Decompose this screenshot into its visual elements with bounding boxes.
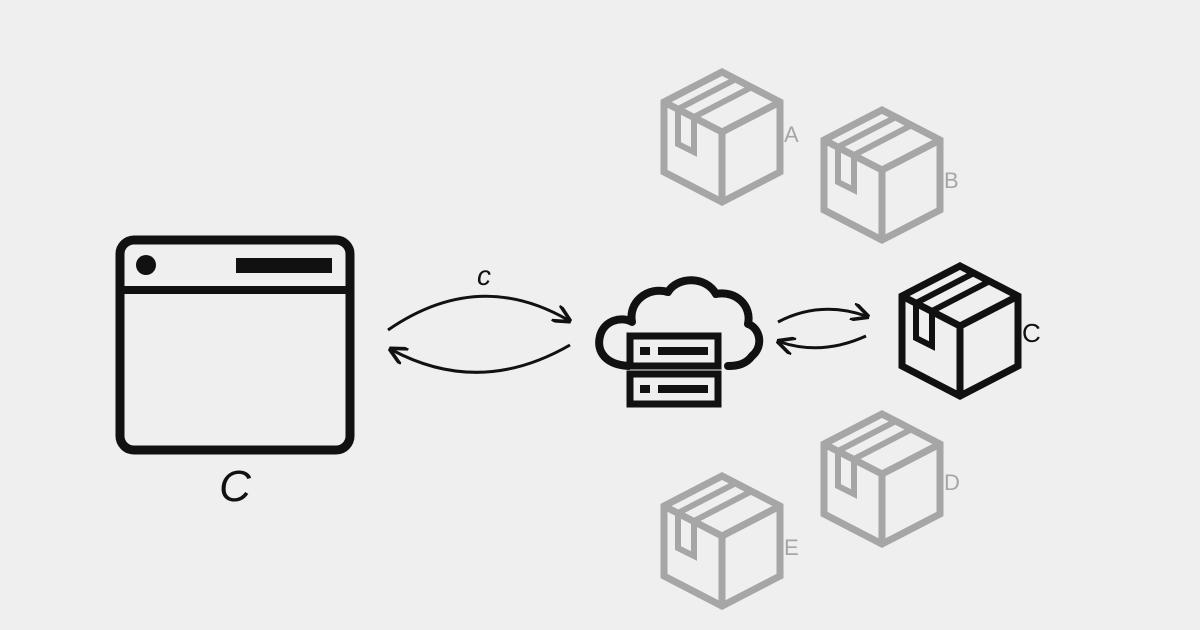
browser-window-icon bbox=[115, 235, 355, 455]
request-label: c bbox=[477, 260, 491, 291]
client-label: C bbox=[219, 462, 251, 511]
box-label-d: D bbox=[944, 470, 960, 495]
return-arrow bbox=[780, 334, 867, 348]
fetch-arrow bbox=[777, 309, 866, 324]
box-label-c: C bbox=[1022, 318, 1041, 348]
box-label-e: E bbox=[784, 535, 799, 560]
response-arrow bbox=[392, 343, 571, 374]
box-label-b: B bbox=[944, 168, 959, 193]
request-arrow bbox=[387, 294, 568, 332]
box-label-a: A bbox=[784, 122, 799, 147]
cloud-server-icon bbox=[595, 276, 764, 408]
